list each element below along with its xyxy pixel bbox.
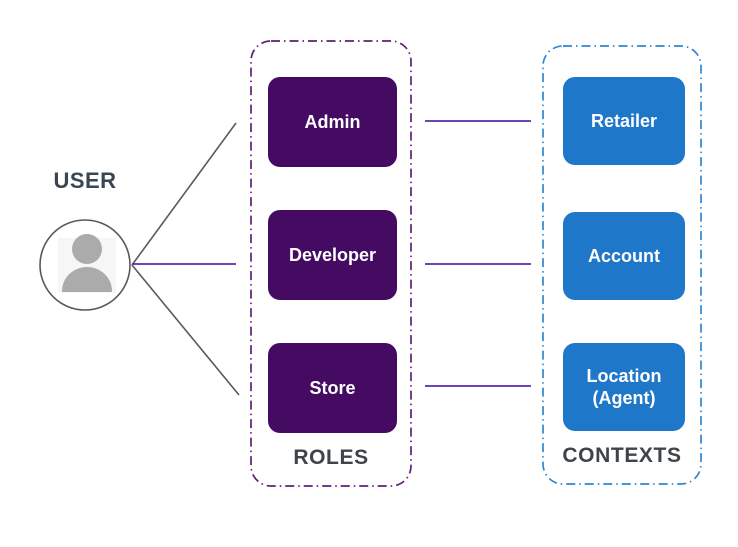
node-admin: Admin [268, 77, 397, 167]
node-account: Account [563, 212, 685, 300]
node-location-agent-label: Location (Agent) [586, 365, 662, 409]
node-retailer-label: Retailer [590, 110, 658, 131]
node-store-label: Store [309, 377, 356, 398]
node-account-label: Account [588, 245, 660, 266]
roles-group-border [250, 40, 412, 487]
user-label: USER [53, 168, 117, 193]
contexts-group-border [542, 45, 702, 485]
roles-group-label: ROLES [293, 446, 369, 469]
person-icon [39, 219, 131, 311]
contexts-group-label: CONTEXTS [562, 444, 682, 467]
node-store: Store [268, 343, 397, 433]
connector-user-admin [131, 122, 237, 266]
connector-user-store [131, 264, 240, 396]
node-admin-label: Admin [304, 111, 361, 132]
node-developer: Developer [268, 210, 397, 300]
node-retailer: Retailer [563, 77, 685, 165]
node-developer-label: Developer [288, 244, 377, 265]
node-location-agent: Location (Agent) [563, 343, 685, 431]
